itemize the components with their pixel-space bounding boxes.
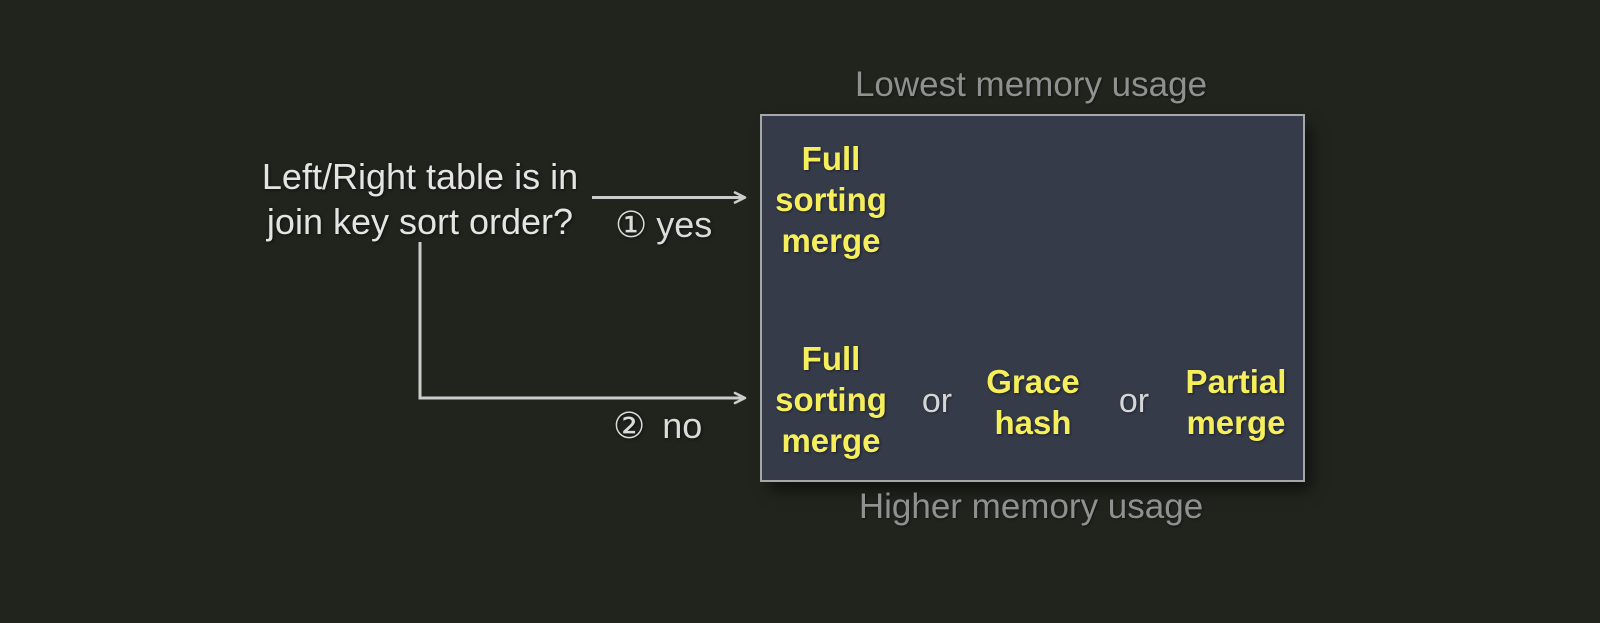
algo-line: Full: [801, 140, 861, 177]
memory-label-higher: Higher memory usage: [858, 487, 1204, 526]
branch-yes-text: yes: [656, 204, 713, 245]
algo-line: hash: [994, 404, 1072, 441]
circled-one-icon: ①: [615, 204, 648, 245]
algorithm-full-sorting-merge-sorted: Full sorting merge: [775, 138, 887, 261]
no-arrow: [418, 242, 747, 405]
algo-line: sorting: [775, 381, 887, 418]
question-text: Left/Right table is in join key sort ord…: [230, 154, 610, 244]
algorithm-grace-hash: Grace hash: [986, 361, 1080, 443]
circled-two-icon: ②: [613, 405, 646, 446]
algo-line: Grace: [986, 363, 1080, 400]
algorithm-partial-merge: Partial merge: [1186, 361, 1287, 443]
question-line-2: join key sort order?: [266, 201, 574, 242]
algo-line: merge: [1186, 404, 1286, 441]
branch-label-no: ② no: [613, 406, 702, 446]
memory-label-lowest: Lowest memory usage: [854, 65, 1208, 104]
algo-line: Full: [801, 340, 861, 377]
branch-no-text: no: [662, 405, 703, 446]
algo-line: merge: [781, 222, 881, 259]
algo-line: merge: [781, 422, 881, 459]
algo-line: sorting: [775, 181, 887, 218]
algo-line: Partial: [1185, 363, 1287, 400]
algorithm-full-sorting-merge-unsorted: Full sorting merge: [775, 338, 887, 461]
or-separator-2: or: [1118, 382, 1150, 420]
join-algorithms-box: Full sorting merge Full sorting merge or…: [760, 114, 1305, 482]
or-separator-1: or: [921, 382, 953, 420]
question-line-1: Left/Right table is in: [261, 156, 579, 197]
